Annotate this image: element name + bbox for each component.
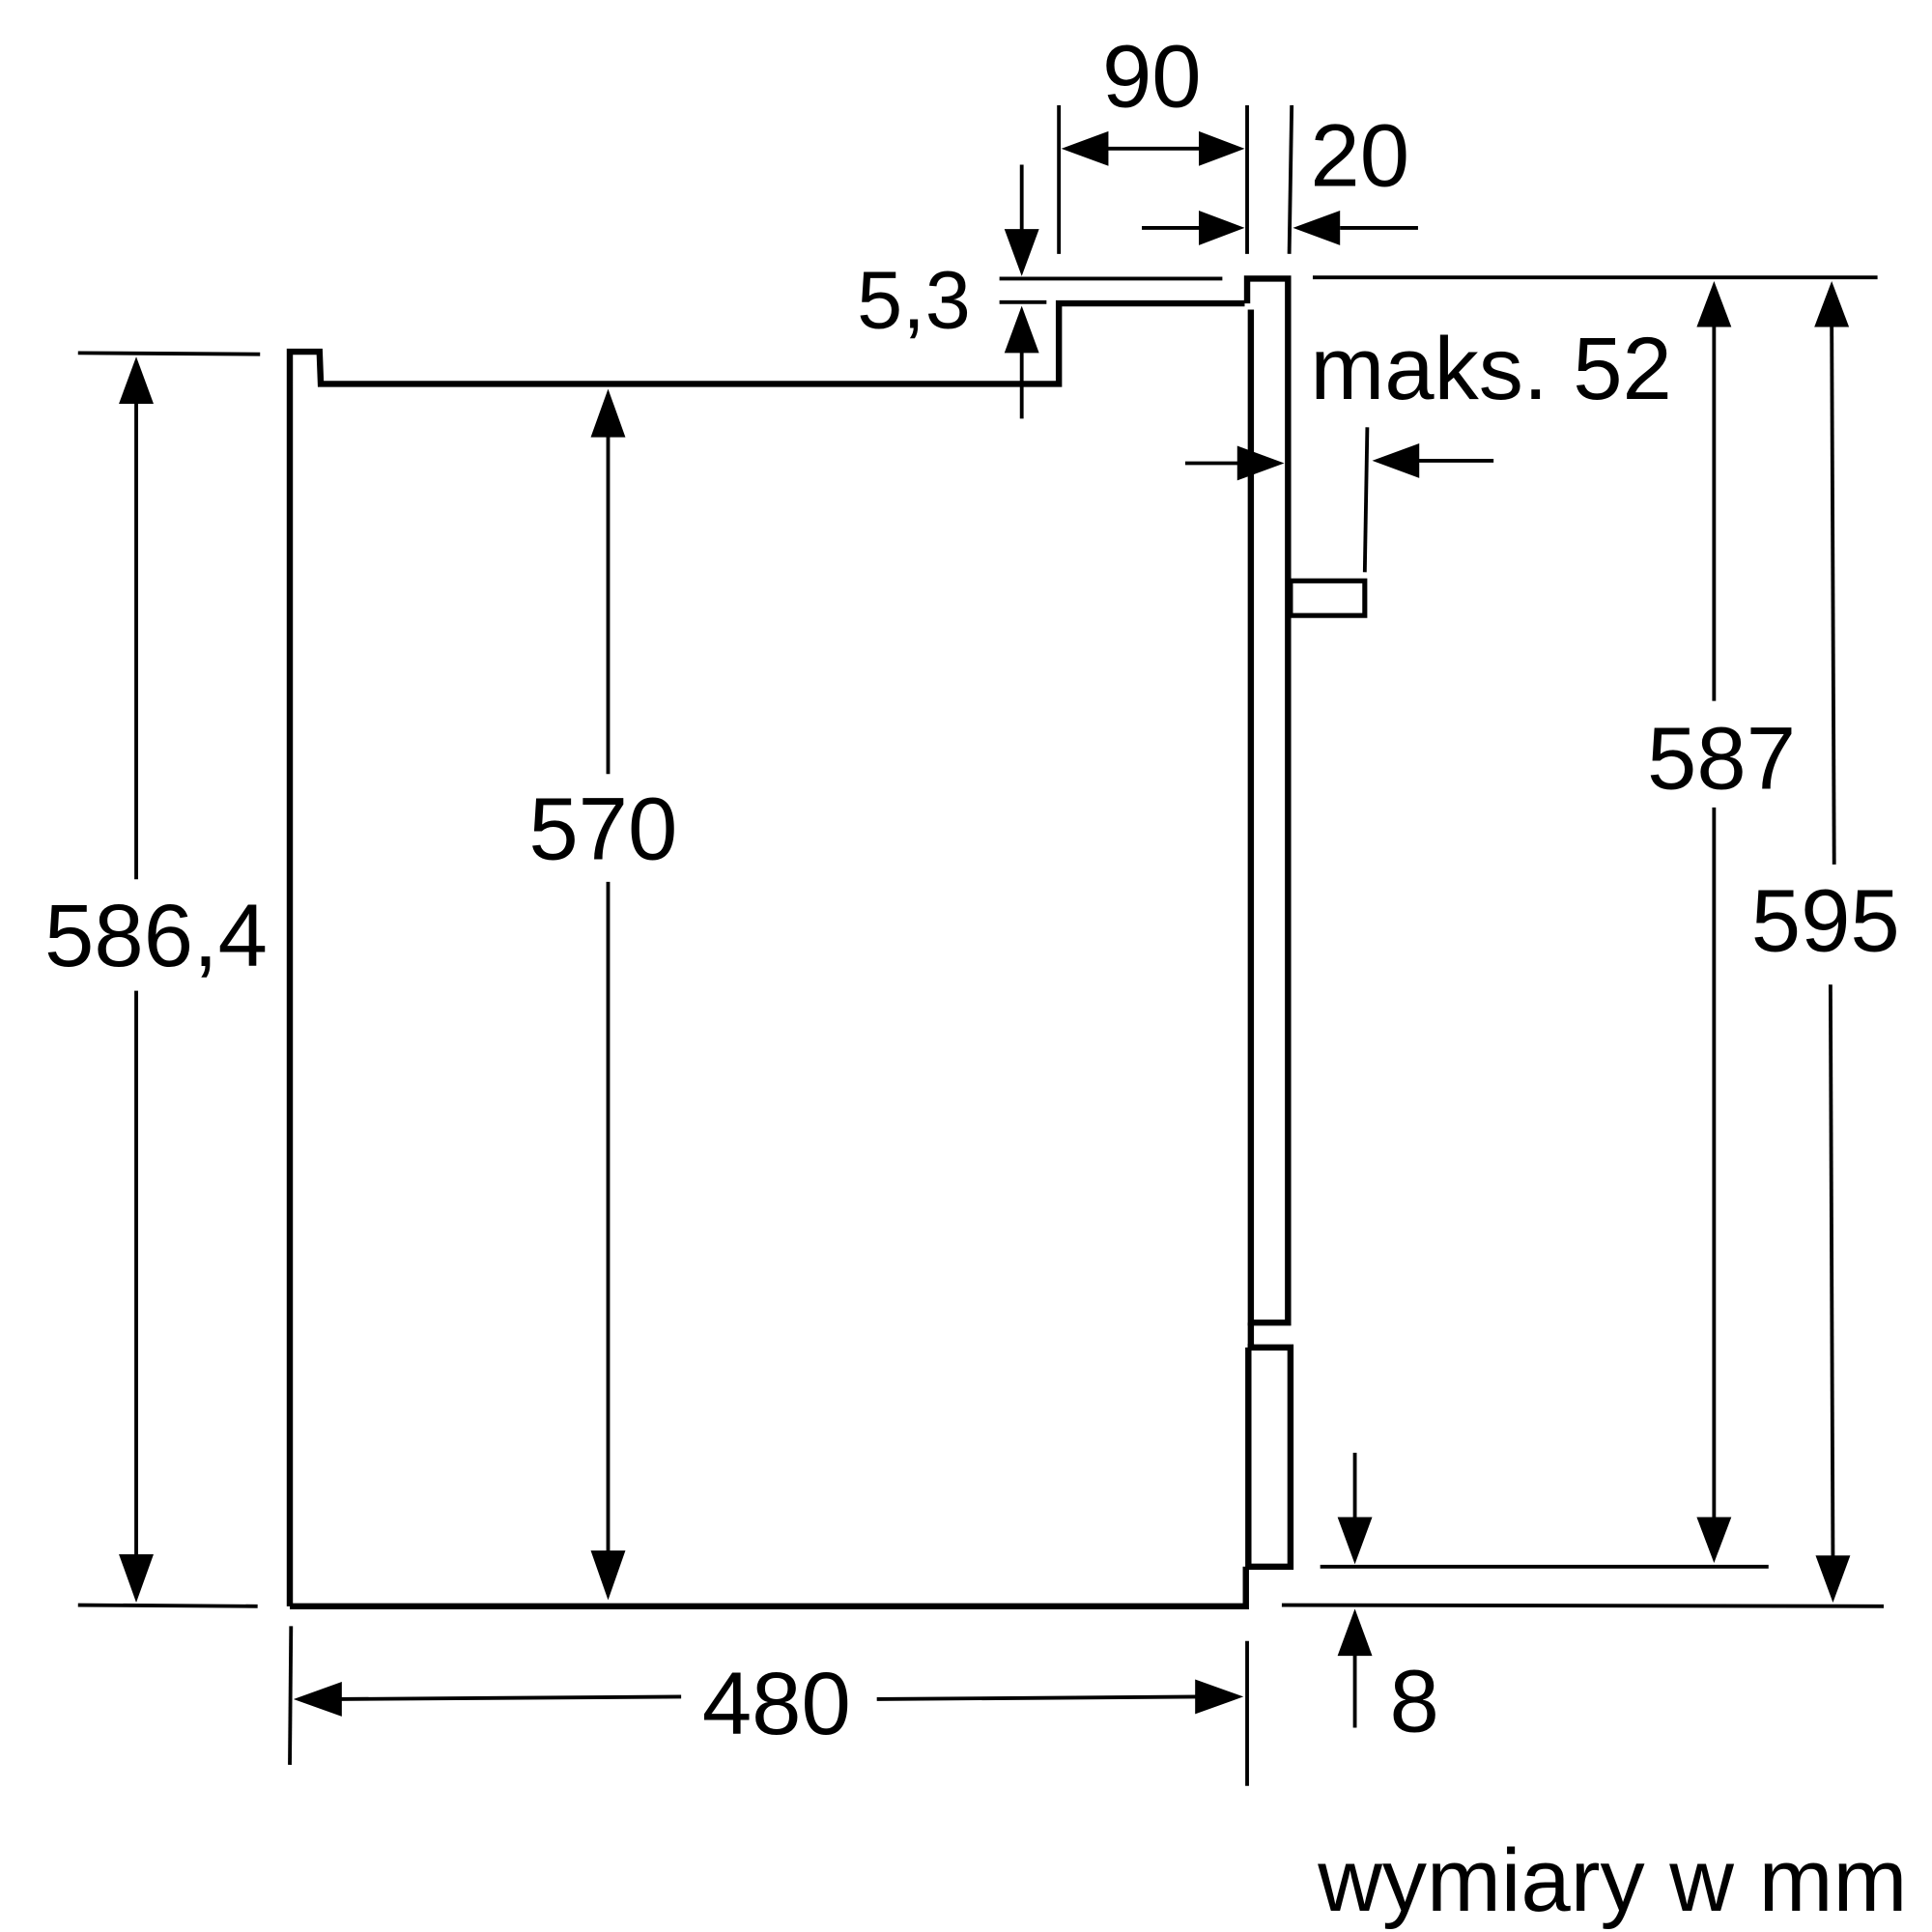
arrow-up-icon [1004,305,1039,354]
handle [1288,578,1368,618]
dim-label-587: 587 [1647,708,1796,809]
arrow-down-icon [1004,229,1039,276]
arrow-left-icon [1372,442,1420,478]
arrow-down-icon [590,1550,626,1601]
arrow-right-icon [1199,130,1245,166]
arrow-up-icon [119,356,154,404]
units-note: wymiary w mm [1317,1830,1907,1930]
arrow-up-icon [1696,281,1732,327]
dim-label-480: 480 [702,1653,851,1753]
arrow-up-icon [1814,281,1850,327]
arrow-right-icon [1199,210,1245,245]
arrow-down-icon [119,1553,154,1603]
arrow-right-icon [1195,1679,1244,1715]
arrow-down-icon [1337,1517,1373,1565]
arrow-left-icon [293,1682,342,1717]
dim-label-586-4: 586,4 [44,885,268,985]
dim-label-90: 90 [1102,25,1202,126]
dim-label-5-3: 5,3 [857,254,971,346]
dim-label-570: 570 [528,779,677,879]
arrow-left-icon [1061,130,1109,166]
dimension-lines [134,146,1836,1728]
arrow-up-icon [1337,1608,1373,1657]
arrow-left-icon [1293,210,1341,245]
arrow-down-icon [1815,1555,1851,1603]
dim-label-8: 8 [1389,1650,1438,1750]
arrow-down-icon [1696,1517,1732,1563]
dim-label-595: 595 [1751,870,1900,971]
front-panel-lower [1245,1344,1294,1571]
front-panel [1243,275,1292,1326]
oven-body-bottom [290,1566,1249,1610]
arrow-right-icon [1236,445,1285,481]
dim-label-20: 20 [1310,104,1409,205]
arrowheads [119,130,1851,1717]
arrow-up-icon [590,388,626,438]
oven-body-outline [286,299,1245,1606]
dim-label-maks-52: maks. 52 [1310,318,1671,418]
extension-lines [77,104,1885,1786]
